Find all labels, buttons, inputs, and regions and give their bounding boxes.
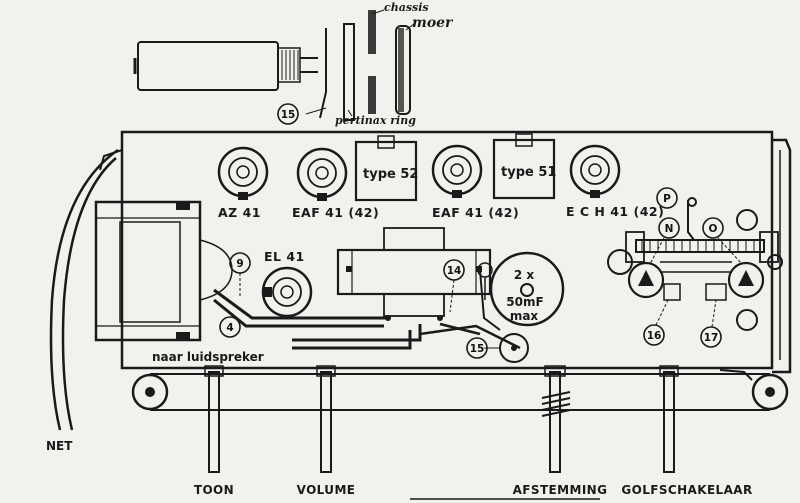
svg-text:17: 17 [704,332,719,344]
svg-text:15: 15 [470,343,485,355]
socket-ech41 [569,144,621,198]
electrolytic-capacitor [477,251,565,327]
control-label-volume: VOLUME [297,483,356,497]
socket-az41 [217,146,269,200]
inset-nut-label: moer [412,15,454,31]
inset-callout-15: 15 [281,109,296,121]
cap-value-line3: max [510,309,539,323]
shaft-golfschakelaar [659,365,679,473]
callout-14: 14 [443,259,465,313]
control-label-toon: TOON [194,483,234,497]
callout-P: P [656,187,678,209]
mains-label: NET [46,439,73,453]
shaft-afstemming [541,365,571,473]
mains-transformer [94,200,233,342]
callout-16: 16 [643,299,669,346]
control-label-afstemming: AFSTEMMING [513,483,608,497]
callout-4: 4 [219,316,241,338]
callout-17: 17 [700,299,722,348]
svg-text:9: 9 [236,258,243,270]
chassis-outline [99,130,792,411]
callout-9: 9 [229,252,251,298]
inset-capacitor-body [137,41,279,91]
svg-text:N: N [665,223,674,235]
svg-text:4: 4 [226,322,233,334]
inset-nut [395,25,411,115]
speaker-label: naar luidspreker [152,350,264,364]
label-eaf41-1: EAF 41 (42) [292,205,379,220]
label-type52: type 52 [363,167,418,182]
socket-el41 [261,266,313,318]
output-transformer [336,227,492,321]
tuning-pot [484,333,529,363]
label-eaf41-2: EAF 41 (42) [432,205,519,220]
inset-chassis-label: chassis [384,1,429,14]
socket-eaf41-2 [431,144,483,198]
svg-text:16: 16 [647,330,662,342]
cap-value-line1: 2 x [514,268,535,282]
inset-chassis-plate-top [368,10,376,54]
callout-15: 15 [466,337,488,359]
shaft-toon [204,365,224,473]
label-az41: AZ 41 [218,205,261,220]
inset-lug [319,28,327,119]
svg-text:14: 14 [447,265,462,277]
cap-value-line2: 50mF [506,295,543,309]
svg-text:P: P [663,193,671,205]
label-type51: type 51 [501,165,556,180]
drive-belt [150,373,770,411]
inset-pertinax-ring [343,23,355,121]
if-transformer-type51 [492,133,556,200]
label-ech41: E C H 41 (42) [566,204,664,219]
inset-chassis-plate-bottom [368,76,376,114]
if-transformer-type52 [354,135,418,202]
inset-detail: chassis moer pertinax ring 15 [133,1,454,127]
socket-eaf41-1 [296,147,348,201]
dial-assembly [607,197,783,331]
control-label-golfschakelaar: GOLFSCHAKELAAR [621,483,752,497]
callout-N: N [649,217,680,265]
wiring [213,269,521,350]
inset-threaded-neck [277,47,301,83]
label-el41: EL 41 [264,249,305,264]
mains-cable [49,148,119,431]
callout-O: O [702,217,743,265]
shaft-volume [316,365,336,473]
inset-ring-label: pertinax ring [335,114,416,127]
svg-text:O: O [709,223,718,235]
